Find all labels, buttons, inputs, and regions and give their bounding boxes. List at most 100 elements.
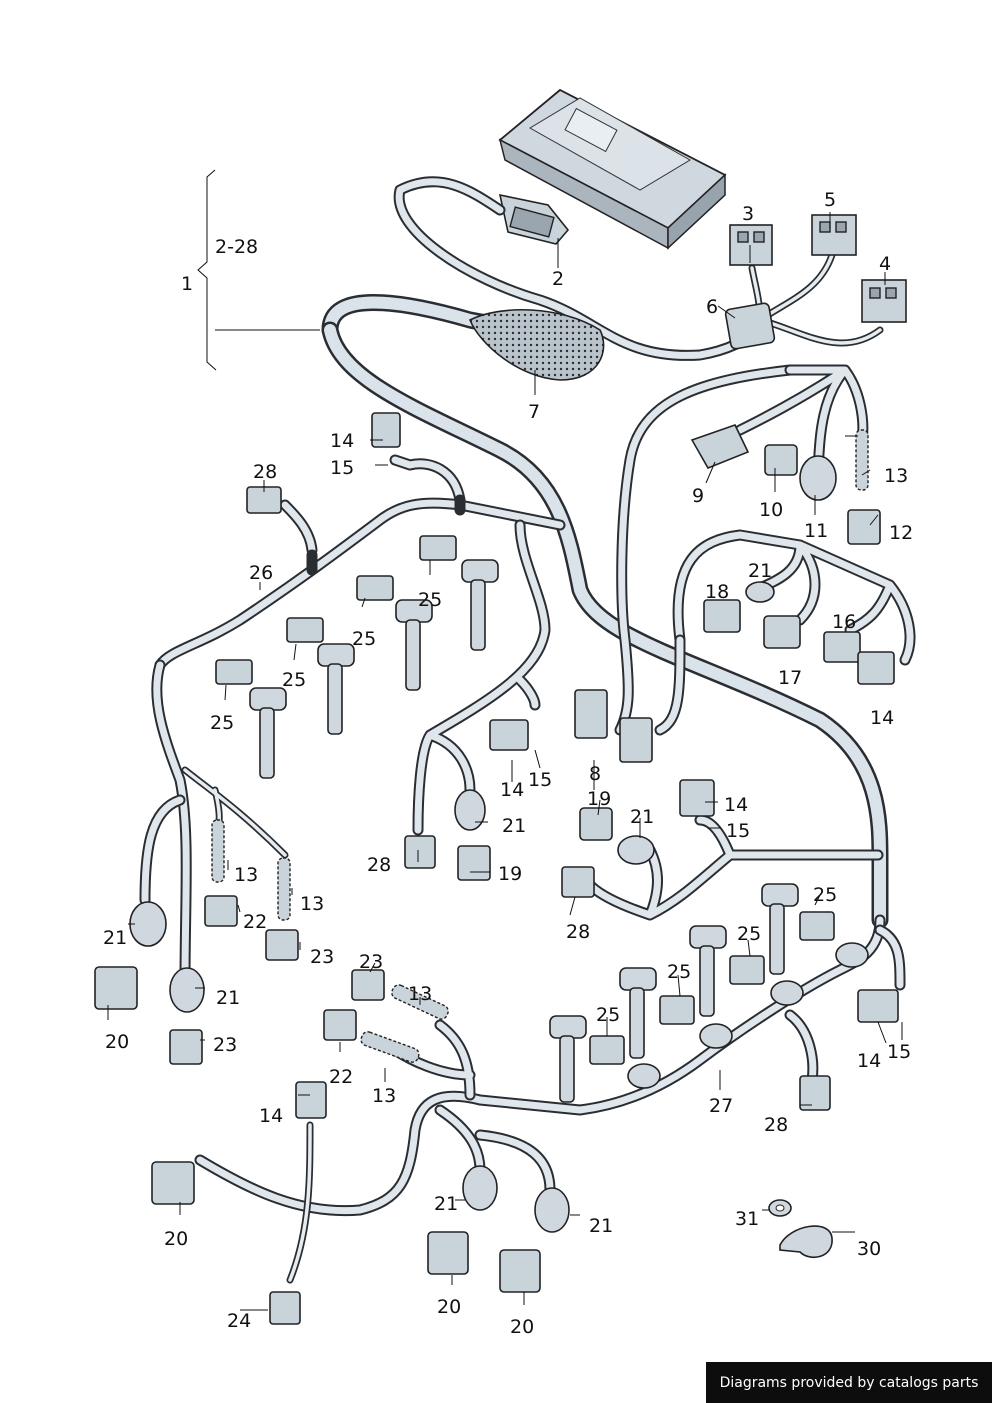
label-11: 11 <box>804 520 828 542</box>
label-14-mid: 14 <box>500 779 524 801</box>
label-19-right: 19 <box>587 788 611 810</box>
label-14-top: 14 <box>330 430 354 452</box>
connector-18 <box>703 599 741 633</box>
connector-21-right <box>745 581 775 603</box>
connector-20-lower-a <box>427 1231 469 1275</box>
connector-4 <box>861 279 907 323</box>
label-1: 1 <box>181 273 193 295</box>
connector-19-mid <box>457 845 491 881</box>
label-15-top: 15 <box>330 457 354 479</box>
label-14-lower-right: 14 <box>857 1050 881 1072</box>
label-2-28: 2-28 <box>215 236 258 258</box>
grommet-6 <box>724 302 776 350</box>
label-13-left-b: 13 <box>300 893 324 915</box>
label-21-lower-b: 21 <box>589 1215 613 1237</box>
connector-22-left <box>204 895 238 927</box>
label-25-b: 25 <box>352 628 376 650</box>
connector-9 <box>690 424 750 470</box>
sensor-13-left-a <box>211 819 225 883</box>
label-9: 9 <box>692 485 704 507</box>
label-16: 16 <box>832 611 856 633</box>
label-22-left: 22 <box>243 911 267 933</box>
ignition-coil-3 <box>317 643 355 735</box>
label-21-left-b: 21 <box>216 987 240 1009</box>
label-8: 8 <box>589 763 601 785</box>
connector-21-left-a <box>129 901 167 947</box>
label-15-lower-right: 15 <box>887 1041 911 1063</box>
label-18: 18 <box>705 581 729 603</box>
leader-lines <box>107 212 903 1311</box>
connector-19-right <box>579 807 613 841</box>
connector-21-lower-a <box>462 1165 498 1211</box>
grommets-27 <box>627 942 869 1089</box>
connector-22-lower <box>323 1009 357 1041</box>
ignition-coil-1 <box>461 559 499 651</box>
label-20-lower-b: 20 <box>510 1316 534 1338</box>
label-7: 7 <box>528 401 540 423</box>
label-28-mid-right: 28 <box>566 921 590 943</box>
label-12: 12 <box>889 522 913 544</box>
connector-20-lower-left <box>151 1161 195 1205</box>
ignition-coil-4 <box>249 687 287 779</box>
sensor-11 <box>799 455 837 501</box>
label-25-a: 25 <box>418 589 442 611</box>
label-5: 5 <box>824 189 836 211</box>
label-28-top: 28 <box>253 461 277 483</box>
label-28-mid: 28 <box>367 854 391 876</box>
connector-28-mid-right <box>561 866 595 898</box>
label-25-e: 25 <box>813 884 837 906</box>
label-31: 31 <box>735 1208 759 1230</box>
connector-10 <box>764 444 798 476</box>
label-21-left-a: 21 <box>103 927 127 949</box>
connector-25-e <box>799 911 835 941</box>
connector-28-mid <box>404 835 436 869</box>
connector-14-right <box>857 651 895 685</box>
sensor-13-lower-b <box>360 1031 420 1063</box>
label-25-d: 25 <box>210 712 234 734</box>
connector-25-g <box>659 995 695 1025</box>
label-13-top: 13 <box>884 465 908 487</box>
connector-14-15-mid <box>489 719 529 751</box>
label-23-left-b: 23 <box>213 1034 237 1056</box>
connector-20-left <box>94 966 138 1010</box>
connector-2 <box>498 193 570 245</box>
label-14-lower: 14 <box>259 1105 283 1127</box>
label-28-lower-right: 28 <box>764 1114 788 1136</box>
label-23-lower: 23 <box>359 951 383 973</box>
sensor-13-top <box>855 429 869 491</box>
connector-8 <box>574 689 653 763</box>
ignition-coil-7 <box>619 967 657 1059</box>
connector-16 <box>823 631 861 663</box>
label-19-mid: 19 <box>498 863 522 885</box>
label-15-mid: 15 <box>528 769 552 791</box>
connector-25-a <box>419 535 457 561</box>
label-25-c: 25 <box>282 669 306 691</box>
label-20-lower-left: 20 <box>164 1228 188 1250</box>
connector-14-15-top <box>371 412 401 448</box>
ignition-coil-2 <box>395 599 433 691</box>
connector-20-lower-b <box>499 1249 541 1293</box>
connector-23-left-a <box>265 929 299 961</box>
connector-25-h <box>589 1035 625 1065</box>
label-13-lower-a: 13 <box>408 983 432 1005</box>
label-25-g: 25 <box>667 961 691 983</box>
part-labels: 1 2-28 2 3 5 4 6 7 9 10 11 12 13 14 15 2… <box>103 189 913 1338</box>
connector-14-lower <box>295 1081 327 1119</box>
label-10: 10 <box>759 499 783 521</box>
label-15-mid-right: 15 <box>726 820 750 842</box>
label-3: 3 <box>742 203 754 225</box>
footer-text: Diagrams provided by catalogs parts <box>719 1374 979 1391</box>
connector-21-left-b <box>169 967 205 1013</box>
main-harness <box>139 176 916 1284</box>
clip-30 <box>779 1225 833 1259</box>
footer-banner: Diagrams provided by catalogs parts <box>706 1362 992 1403</box>
control-unit <box>498 88 727 250</box>
connector-21-lower-b <box>534 1187 570 1233</box>
connector-12 <box>847 509 881 545</box>
label-14-mid-right: 14 <box>724 794 748 816</box>
label-21-mid: 21 <box>502 815 526 837</box>
label-14-right: 14 <box>870 707 894 729</box>
ignition-coil-6 <box>689 925 727 1017</box>
connector-14-15-lower-right <box>857 989 899 1023</box>
